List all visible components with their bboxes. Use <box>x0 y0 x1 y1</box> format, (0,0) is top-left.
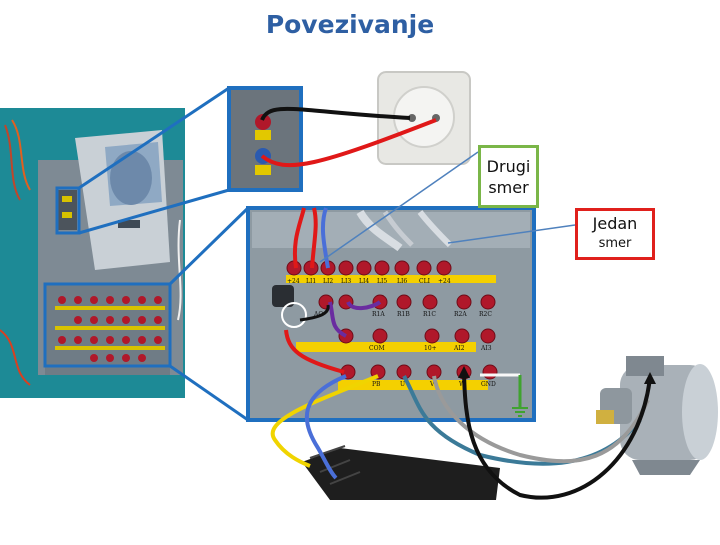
panel-labels: +24 LI1 LI2 LI3 LI4 LI5 LI6 CLI +24 AO R… <box>287 278 496 388</box>
panel-label-top-7: CLI <box>419 278 431 285</box>
drugi-smer-label: Drugi smer <box>478 145 539 208</box>
wire-blue <box>304 374 347 480</box>
panel-label-motor-2: V <box>429 381 435 388</box>
panel-label-bottom-3: AI3 <box>480 345 492 352</box>
panel-label-mid-4: R2A <box>454 311 467 318</box>
cabinet-terminals <box>58 296 162 362</box>
resistor-bank <box>302 445 500 500</box>
arrowhead-right <box>644 372 656 384</box>
panel-label-bottom-2: AI2 <box>453 345 465 352</box>
drugi-smer-line2: smer <box>488 178 529 197</box>
pointer-jedan <box>447 224 576 244</box>
panel-label-top-4: LI4 <box>359 278 369 285</box>
panel-label-motor-4: GND <box>481 381 496 388</box>
panel-label-top-8: +24 <box>438 278 451 285</box>
panel-label-bottom-0: COM <box>369 345 385 352</box>
control-panel: +24 LI1 LI2 LI3 LI4 LI5 LI6 CLI +24 AO R… <box>246 206 536 422</box>
jedan-smer-label: Jedan smer <box>575 208 655 260</box>
panel-label-motor-0: PB <box>372 381 381 388</box>
highlight-terminal-block <box>43 282 172 368</box>
panel-label-mid-5: R2C <box>479 311 492 318</box>
panel-label-top-5: LI5 <box>377 278 387 285</box>
panel-label-bottom-1: 10+ <box>424 345 437 352</box>
panel-label-mid-3: R1C <box>423 311 436 318</box>
page-title: Povezivanje <box>265 10 435 39</box>
wire-black-arrow <box>462 371 652 500</box>
mains-wire-red <box>260 118 437 168</box>
panel-label-top-0: +24 <box>287 278 300 285</box>
panel-label-top-3: LI3 <box>341 278 351 285</box>
panel-label-mid-2: R1B <box>397 311 410 318</box>
zoom-lines <box>78 86 250 422</box>
drugi-smer-line1: Drugi <box>486 157 531 176</box>
pointer-drugi <box>319 151 479 263</box>
connector-inset <box>227 86 303 192</box>
wire-yellow <box>270 374 379 468</box>
highlight-small-connector <box>55 186 81 235</box>
panel-label-top-6: LI6 <box>397 278 407 285</box>
panel-label-top-2: LI2 <box>323 278 333 285</box>
jedan-smer-line1: Jedan <box>592 214 638 233</box>
cabinet-photo <box>0 108 185 398</box>
panel-label-mid-0: AO <box>313 311 323 318</box>
motor <box>596 356 718 475</box>
panel-label-top-1: LI1 <box>306 278 316 285</box>
wire-gray <box>432 375 650 464</box>
arrowhead-left <box>458 366 470 378</box>
mains-wire-black <box>260 106 411 121</box>
jedan-smer-line2: smer <box>598 236 632 251</box>
panel-label-motor-1: U <box>400 381 405 388</box>
panel-label-mid-1: R1A <box>372 311 385 318</box>
